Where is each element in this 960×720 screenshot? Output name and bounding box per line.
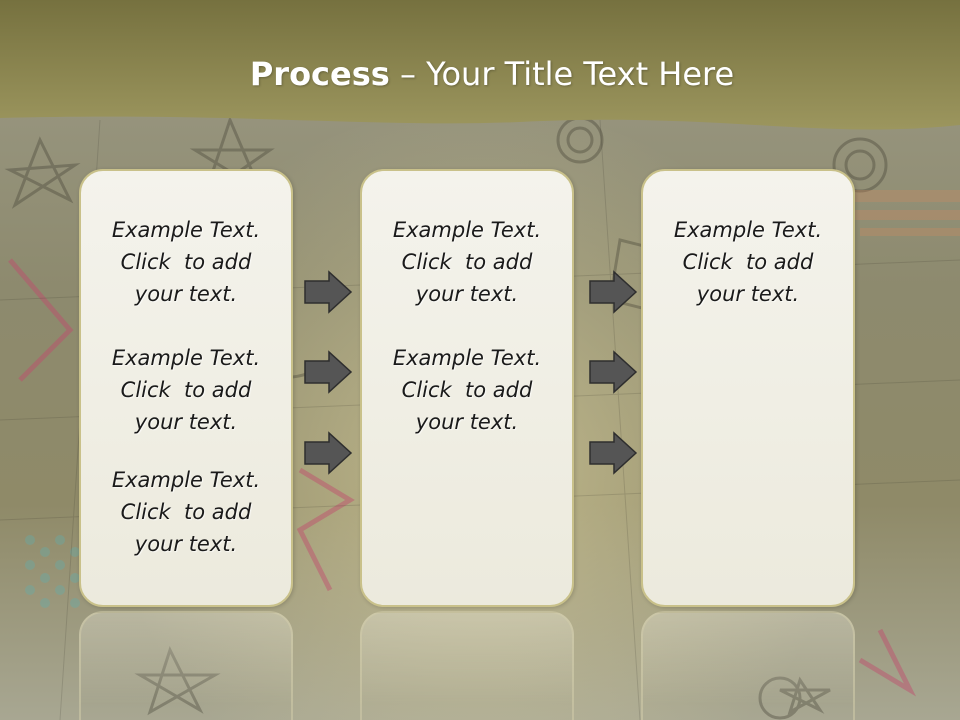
right-arrow-icon	[304, 270, 353, 314]
title-bold: Process	[249, 55, 390, 93]
right-arrow-icon	[304, 431, 353, 475]
header-band	[0, 0, 960, 130]
title-rest: – Your Title Text Here	[399, 55, 735, 93]
box-1-reflection	[79, 611, 293, 720]
page-title: Process – Your Title Text Here	[0, 52, 960, 96]
right-arrow-icon	[589, 350, 638, 394]
right-arrow-icon	[589, 431, 638, 475]
box-3-reflection	[641, 611, 855, 720]
right-arrow-icon	[304, 350, 353, 394]
right-arrow-icon	[589, 270, 638, 314]
box-2-reflection	[360, 611, 574, 720]
